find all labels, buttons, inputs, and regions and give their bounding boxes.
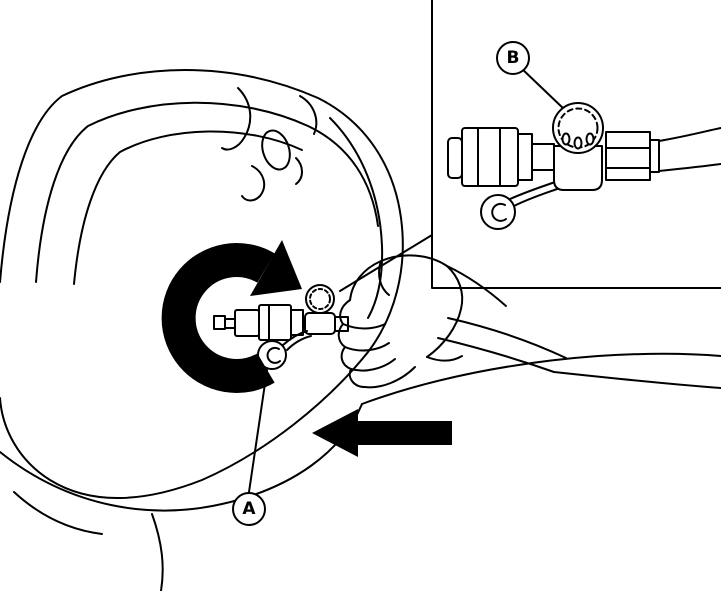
push-arrow-icon (312, 409, 452, 457)
tire-rim-right-arc (329, 117, 384, 319)
leader-lines (248, 66, 566, 493)
valve-connector-assembly (213, 284, 349, 341)
tire-outer-edge (0, 69, 404, 500)
body-bottom-left-arc (13, 491, 103, 535)
callout-b-letter: B (506, 47, 520, 68)
car-body-lines (0, 352, 721, 591)
sealant-coil (257, 330, 312, 370)
hand-sketch (337, 254, 507, 389)
inset-hex-fitting (605, 131, 651, 181)
sill-line-lower (553, 371, 721, 389)
label-a-leader (248, 369, 268, 493)
inset-panel (431, 0, 721, 289)
tire-sidewall-arc-2 (73, 130, 303, 285)
inset-border (431, 0, 721, 289)
callout-a-letter: A (242, 498, 256, 519)
hose-lines (437, 317, 567, 373)
label-b-leader (519, 66, 566, 111)
rotation-arrow-icon (161, 240, 302, 393)
inset-wedge-leader (339, 234, 433, 292)
sill-line-upper (361, 352, 721, 405)
body-bottom-drop-line (151, 513, 164, 591)
valve-tee-body (304, 312, 336, 335)
inset-connector-assembly (447, 102, 660, 191)
tire-sidewall-arc-1 (35, 101, 379, 283)
inset-valve-tee (553, 145, 603, 191)
callout-label-a: A (232, 492, 266, 526)
inset-coil (480, 180, 561, 230)
tire-group (0, 69, 404, 500)
wheel-well-fender-line (0, 403, 363, 512)
callout-label-b: B (496, 41, 530, 75)
wheel-hub-details (221, 87, 318, 202)
inset-hose (658, 127, 721, 172)
